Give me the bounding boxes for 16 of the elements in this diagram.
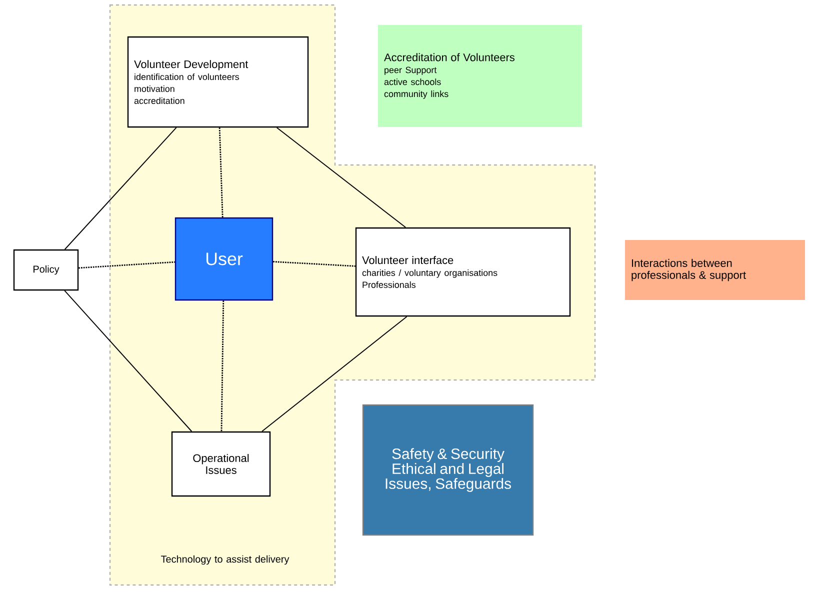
connector-line — [78, 261, 175, 269]
process-box: Volunteer interface charities / voluntary organisations Professionals — [355, 227, 571, 317]
connector-line — [64, 127, 177, 250]
process-box: Policy — [13, 249, 79, 291]
process-box: Volunteer Development identification of volunteers motivation accreditation — [127, 36, 309, 128]
connector-line — [218, 128, 224, 218]
note-box: Interactions between professionals & support — [625, 240, 805, 300]
user-box: User — [174, 217, 274, 301]
connector-line — [262, 316, 408, 432]
connector-line — [64, 290, 192, 432]
connector-line — [220, 300, 224, 432]
connector-line — [276, 127, 406, 228]
process-box: Operational Issues — [171, 431, 271, 497]
note-box: Accreditation of Volunteers peer Support active schools community links — [378, 25, 582, 127]
note-box: Safety & Security Ethical and Legal Issues, Safeguards — [362, 404, 534, 536]
connector-line — [273, 260, 356, 267]
